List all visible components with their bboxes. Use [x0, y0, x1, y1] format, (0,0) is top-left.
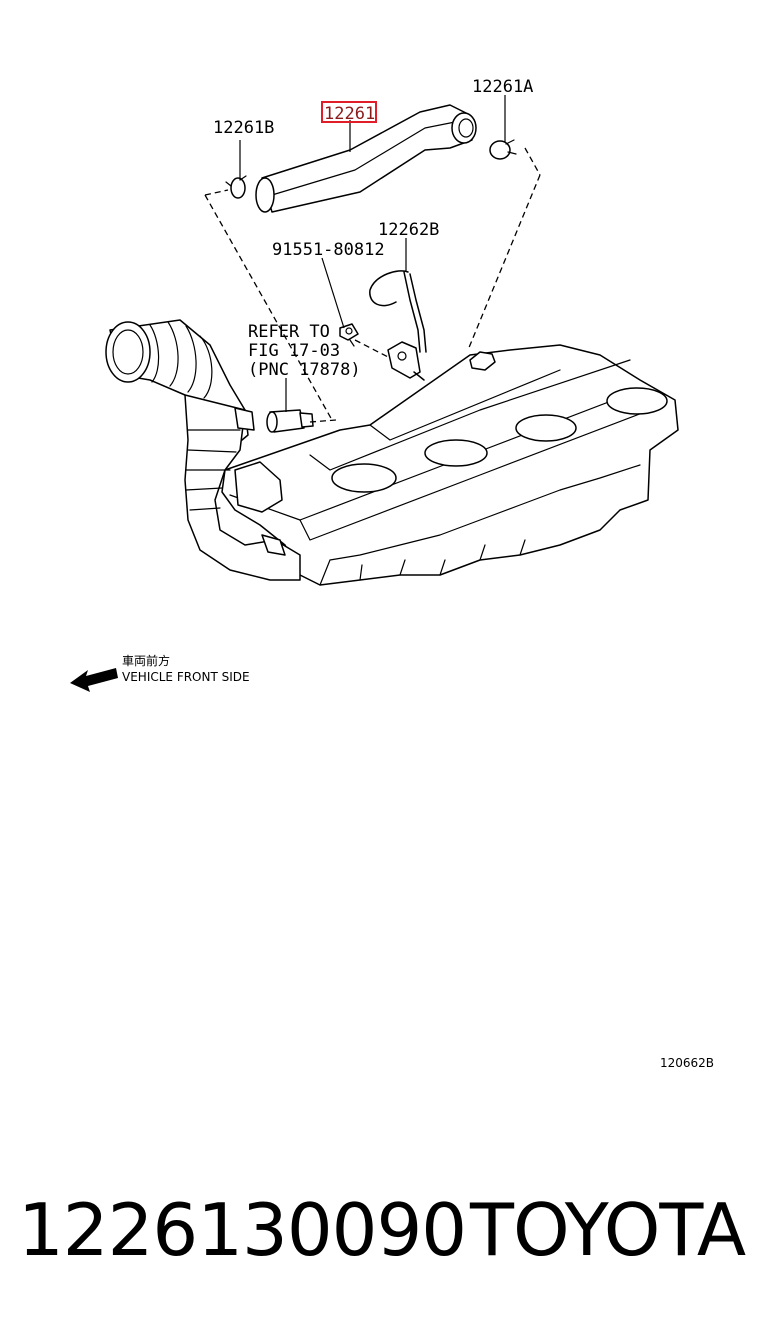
callout-12261B[interactable]: 12261B [213, 118, 274, 138]
direction-jp: 車両前方 [122, 653, 170, 668]
front-direction-indicator: 車両前方 VEHICLE FRONT SIDE [70, 653, 250, 692]
refer-note-line-2: FIG 17-03 [248, 341, 340, 361]
hose-bracket [369, 270, 427, 381]
highlight-box [321, 101, 377, 123]
refer-note-line-1: REFER TO [248, 322, 330, 342]
callout-12261A[interactable]: 12261A [472, 77, 533, 97]
bolt-91551-80812 [339, 323, 359, 347]
diagram-canvas: 12261 12261A 12261B 12262B 91551-80812 R… [70, 77, 714, 1070]
head-outlet-port [469, 351, 496, 371]
hose-clamp-12261A [489, 139, 517, 160]
ventilation-hose [255, 104, 477, 213]
callout-12261[interactable]: 12261 [324, 104, 375, 124]
part-number: 1226130090 [18, 1188, 467, 1272]
hose-clamp-12261B [225, 175, 247, 199]
direction-en: VEHICLE FRONT SIDE [122, 670, 250, 684]
front-arrow-icon [70, 668, 118, 692]
brand-name: TOYOTA [470, 1188, 746, 1272]
cylinder-head [221, 344, 679, 586]
refer-note-line-3: (PNC 17878) [248, 360, 361, 380]
leader-bolt [321, 257, 345, 329]
spark-plug-bore-4 [606, 387, 668, 415]
callout-91551-80812[interactable]: 91551-80812 [272, 240, 385, 260]
dashed-ref-left [204, 194, 333, 421]
figure-code: 120662B [660, 1056, 714, 1070]
dashed-ref-bolt [354, 339, 391, 359]
hose-end-left [255, 177, 275, 213]
dashed-ref-right [467, 174, 541, 351]
spark-plug-bore-3 [515, 414, 577, 442]
spark-plug-bore-2 [424, 439, 488, 467]
callout-12262B[interactable]: 12262B [378, 220, 439, 240]
pcv-fitting [266, 409, 314, 433]
spark-plug-bore-1 [331, 463, 397, 493]
intake-air-duct [105, 319, 301, 581]
